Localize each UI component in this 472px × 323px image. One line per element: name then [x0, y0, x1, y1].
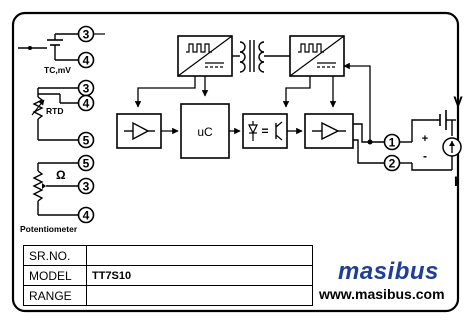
external-loop-supply — [411, 110, 462, 171]
output-terminal-1-label: 1 — [389, 136, 396, 150]
ohm-symbol: Ω — [56, 168, 66, 182]
rtd-terminal-3-label: 3 — [83, 82, 90, 96]
tc-terminal-3 — [77, 25, 95, 43]
tc-terminal-3-label: 3 — [83, 28, 90, 42]
rtd-terminal-4-label: 4 — [83, 97, 90, 111]
table-row: RANGE — [23, 285, 313, 306]
rtd-terminal-5 — [77, 131, 95, 149]
model-value: TT7S10 — [86, 265, 313, 286]
microcontroller-label: uC — [197, 125, 213, 139]
output-terminal-1 — [383, 133, 401, 151]
pot-terminal-4 — [77, 206, 95, 224]
table-row: SR.NO. — [23, 245, 313, 266]
output-minus-sign: - — [423, 149, 427, 163]
pot-terminal-5 — [77, 154, 95, 172]
tc-terminal-4 — [77, 51, 95, 69]
output-plus-sign: + — [422, 133, 428, 145]
dc-dc-converter-right — [289, 35, 345, 77]
microcontroller-block — [180, 103, 230, 159]
tc-input-group: 3 4 TC,mV — [18, 25, 95, 75]
dc-dc-converter-left — [177, 35, 233, 77]
rtd-terminal-5-label: 5 — [83, 134, 90, 148]
info-table: SR.NO. MODEL TT7S10 RANGE — [23, 245, 313, 306]
output-terminal-2-label: 2 — [389, 157, 396, 171]
tc-terminal-4-label: 4 — [83, 54, 90, 68]
model-label: MODEL — [23, 265, 87, 286]
voltage-label: V — [453, 93, 463, 109]
pot-terminal-3 — [77, 177, 95, 195]
isolation-transformer — [232, 40, 290, 73]
sr-no-value — [86, 245, 313, 266]
rtd-label: RTD — [46, 106, 63, 116]
pot-terminal-3-label: 3 — [83, 180, 90, 194]
isolation-symbol: = — [261, 124, 268, 138]
range-value — [86, 285, 313, 306]
pot-terminal-5-label: 5 — [83, 157, 90, 171]
table-row: MODEL TT7S10 — [23, 265, 313, 286]
potentiometer-input-group: Ω 5 3 4 Potentiometer — [20, 154, 95, 234]
pot-terminal-4-label: 4 — [83, 209, 90, 223]
tc-label: TC,mV — [44, 65, 71, 75]
range-label: RANGE — [23, 285, 87, 306]
outer-frame — [11, 11, 460, 313]
brand-logo: masibus — [338, 258, 439, 285]
website-url: www.masibus.com — [319, 286, 445, 302]
output-terminal-2 — [383, 154, 401, 172]
current-label: I — [454, 173, 458, 189]
rtd-input-group: 3 4 5 RTD — [31, 79, 95, 149]
potentiometer-label: Potentiometer — [20, 224, 78, 234]
sr-no-label: SR.NO. — [23, 245, 87, 266]
rtd-terminal-4 — [77, 94, 95, 112]
